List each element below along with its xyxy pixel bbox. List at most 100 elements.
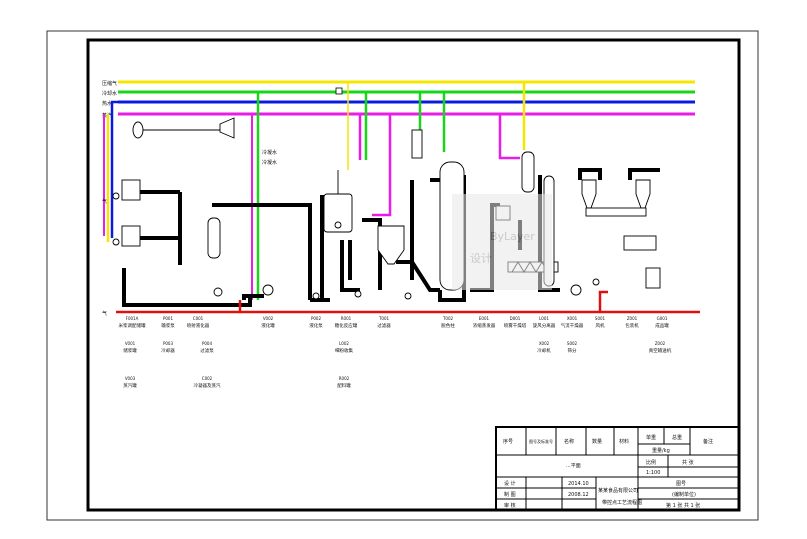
pump-p001a bbox=[112, 192, 120, 200]
condenser bbox=[411, 129, 423, 159]
tb-col-name: 名称 bbox=[564, 438, 574, 445]
equipment-name: 过滤器 bbox=[377, 322, 391, 329]
tb-drawing-no: 图号 bbox=[676, 481, 686, 487]
tb-col-unit-weight: 单重 bbox=[646, 434, 656, 441]
tb-weight-unit: 重量/kg bbox=[652, 447, 670, 454]
left-feed-label: 气 bbox=[102, 198, 107, 205]
tb-role-design: 设 计 bbox=[504, 480, 516, 487]
utility-label-cooling-water: 冷却水 bbox=[102, 90, 117, 97]
equipment-name: 糖化反应罐 bbox=[335, 322, 358, 329]
equipment-tag: D001 bbox=[510, 316, 521, 321]
equipment-tag: T002 bbox=[442, 316, 454, 321]
watermark-text-2: 设计 bbox=[470, 252, 492, 265]
equipment-name: 气流干燥器 bbox=[561, 322, 584, 329]
utility-label-air: 压缩气 bbox=[102, 80, 117, 87]
equipment-name: 冷却机 bbox=[537, 347, 551, 354]
equipment-name: 蒸汽罐 bbox=[123, 382, 137, 389]
pump-p002 bbox=[213, 287, 223, 297]
equipment-name: 筛分 bbox=[568, 347, 577, 354]
equipment-name: 喷射液化器 bbox=[187, 322, 210, 329]
dryer-tower bbox=[521, 151, 535, 193]
tb-role-check: 审 核 bbox=[504, 502, 516, 509]
equipment-name: 喷雾干燥塔 bbox=[504, 322, 527, 329]
equipment-name: 液化罐 bbox=[261, 322, 275, 329]
equipment-name: 冷凝器及蒸汽 bbox=[194, 382, 221, 389]
equipment-tag: P003 bbox=[163, 341, 174, 346]
equipment-tag: F001A bbox=[126, 316, 139, 321]
equipment-tag: T001 bbox=[378, 316, 390, 321]
utility-droplines bbox=[103, 82, 526, 300]
reactor-agitator bbox=[334, 221, 342, 229]
tank-f001b bbox=[121, 225, 141, 247]
equipment-tag: C002 bbox=[202, 376, 213, 381]
vessel-top-left bbox=[132, 121, 144, 139]
condensate-label-a: 冷凝水 bbox=[262, 149, 277, 156]
equipment-name: 脱色柱 bbox=[441, 322, 455, 329]
equipment-tag: V003 bbox=[125, 376, 136, 381]
equipment-tag: R001 bbox=[341, 316, 352, 321]
equipment-tag: Z002 bbox=[655, 341, 666, 346]
belt-conveyor bbox=[585, 207, 647, 217]
pump-p004 bbox=[312, 292, 320, 300]
tb-version: (编制单位) bbox=[672, 491, 696, 498]
equipment-name: 旋风分离器 bbox=[533, 322, 556, 329]
equipment-tag: L001 bbox=[539, 316, 549, 321]
equipment-tag: P004 bbox=[202, 341, 213, 346]
pump-p005 bbox=[354, 290, 362, 298]
compressor bbox=[219, 117, 235, 139]
tb-col-qty: 数量 bbox=[592, 438, 602, 445]
title-block bbox=[495, 426, 740, 511]
equipment-name: 过滤泵 bbox=[200, 347, 214, 354]
condensate-label-b: 冷凝水 bbox=[262, 159, 277, 166]
equipment-shapes bbox=[112, 117, 661, 300]
equipment-name: 输浆泵 bbox=[161, 322, 175, 329]
equipment-name: 储浆罐 bbox=[123, 347, 137, 354]
equipment-tag: P001 bbox=[163, 316, 174, 321]
pump-p003 bbox=[262, 284, 274, 296]
utility-valve-box bbox=[335, 87, 343, 95]
product-line bbox=[116, 290, 700, 314]
pump-p001b bbox=[112, 238, 120, 246]
equipment-name: 浓缩蒸发器 bbox=[473, 322, 496, 329]
tank-f001a bbox=[121, 179, 141, 201]
tb-scale-label: 比例 bbox=[646, 459, 656, 466]
outer-border bbox=[46, 30, 759, 521]
watermark-text-1: ByLayer bbox=[490, 230, 535, 243]
title-block-text: 序号 图号及标准号 名称 数量 材料 单重 总重 备注 重量/kg ...平面 … bbox=[503, 434, 713, 509]
tb-col-total-weight: 总重 bbox=[672, 434, 682, 441]
tb-drawing-title: ...平面 bbox=[566, 463, 581, 469]
cyclone-1 bbox=[581, 179, 597, 209]
tb-sheet-label: 共 张 bbox=[682, 459, 694, 466]
tb-col-remark: 备注 bbox=[703, 438, 713, 445]
tb-company: 某某食品有限公司 bbox=[598, 487, 638, 494]
tb-col-index: 序号 bbox=[503, 438, 513, 445]
equipment-name: 细粉收集 bbox=[335, 347, 353, 354]
drawing-frame bbox=[86, 38, 741, 512]
equipment-tag: X001 bbox=[567, 316, 578, 321]
pump-p007 bbox=[570, 284, 582, 296]
equipment-tag: G001 bbox=[657, 316, 668, 321]
equipment-name: 液化泵 bbox=[309, 322, 323, 329]
product-line-label: 气 bbox=[102, 310, 107, 317]
equipment-name: 成品罐 bbox=[655, 322, 669, 329]
cyclone-2 bbox=[635, 179, 651, 209]
tb-col-drawing-no: 图号及标准号 bbox=[529, 438, 553, 444]
equipment-name: 真空输送机 bbox=[649, 347, 672, 354]
pump-p008 bbox=[592, 278, 600, 286]
equipment-tag: Z001 bbox=[627, 316, 638, 321]
equipment-name: 冷却器 bbox=[161, 347, 175, 354]
tb-process: 带控点工艺流程图 bbox=[602, 499, 642, 506]
equipment-name: 米浆调配储罐 bbox=[119, 322, 146, 329]
equipment-tag: E001 bbox=[479, 316, 490, 321]
equipment-tag: L002 bbox=[339, 341, 349, 346]
equipment-tag: S002 bbox=[567, 341, 578, 346]
equipment-name: 配料罐 bbox=[337, 382, 351, 389]
equipment-tag: R002 bbox=[339, 376, 350, 381]
utility-lines: 压缩气 冷却水 热水 蒸汽 bbox=[102, 80, 695, 119]
equipment-labels: F001A米浆调配储罐P001输浆泵C001喷射液化器V002液化罐P002液化… bbox=[119, 316, 670, 329]
tb-sheet-info: 第 1 张 共 1 张 bbox=[666, 502, 700, 509]
watermark: ByLayer 设计 bbox=[452, 194, 552, 290]
tb-col-material: 材料 bbox=[619, 438, 629, 445]
